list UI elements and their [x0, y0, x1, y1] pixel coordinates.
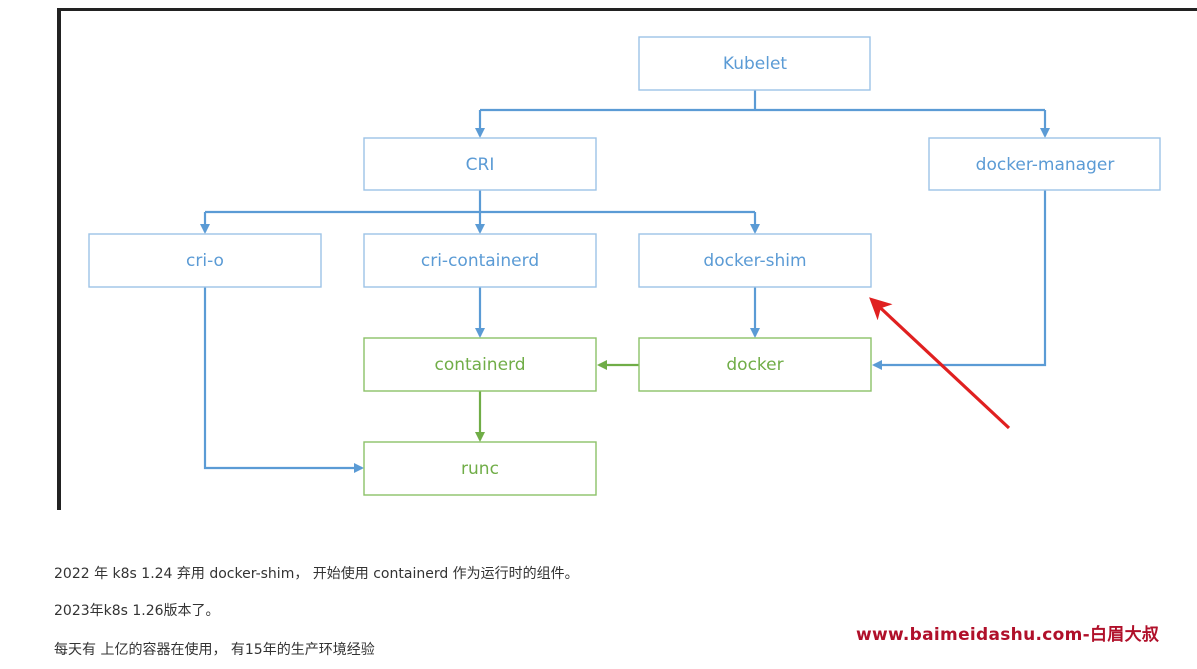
node-docker: docker [638, 337, 872, 392]
node-cri-label: CRI [466, 155, 495, 175]
node-kubelet-label: Kubelet [723, 54, 788, 74]
connector-cri-o-to-runc [203, 287, 364, 473]
caption-line-3: 每天有 上亿的容器在使用， 有15年的生产环境经验 [54, 642, 375, 658]
node-docker-manager-label: docker-manager [976, 155, 1115, 175]
node-docker-manager: docker-manager [928, 137, 1161, 191]
caption-line-2: 2023年k8s 1.26版本了。 [54, 603, 220, 619]
connector-docker-manager-to-docker [872, 190, 1047, 370]
node-cri-containerd-label: cri-containerd [421, 251, 539, 271]
annotation-arrow [869, 297, 1011, 430]
node-runc: runc [363, 441, 597, 496]
node-docker-shim: docker-shim [638, 233, 872, 288]
node-cri-o: cri-o [88, 233, 322, 288]
node-docker-shim-label: docker-shim [703, 251, 806, 271]
node-containerd: containerd [363, 337, 597, 392]
watermark: www.baimeidashu.com-白眉大叔 [856, 625, 1160, 645]
node-cri: CRI [363, 137, 597, 191]
node-cri-containerd: cri-containerd [363, 233, 597, 288]
node-containerd-label: containerd [434, 355, 525, 375]
node-runc-label: runc [461, 459, 499, 479]
caption-line-1: 2022 年 k8s 1.24 弃用 docker-shim， 开始使用 con… [54, 566, 579, 582]
node-kubelet: Kubelet [638, 36, 871, 91]
node-docker-label: docker [726, 355, 783, 375]
architecture-diagram: Kubelet CRI docker-manager cri-o cri-con… [88, 36, 1161, 496]
node-cri-o-label: cri-o [186, 251, 224, 271]
